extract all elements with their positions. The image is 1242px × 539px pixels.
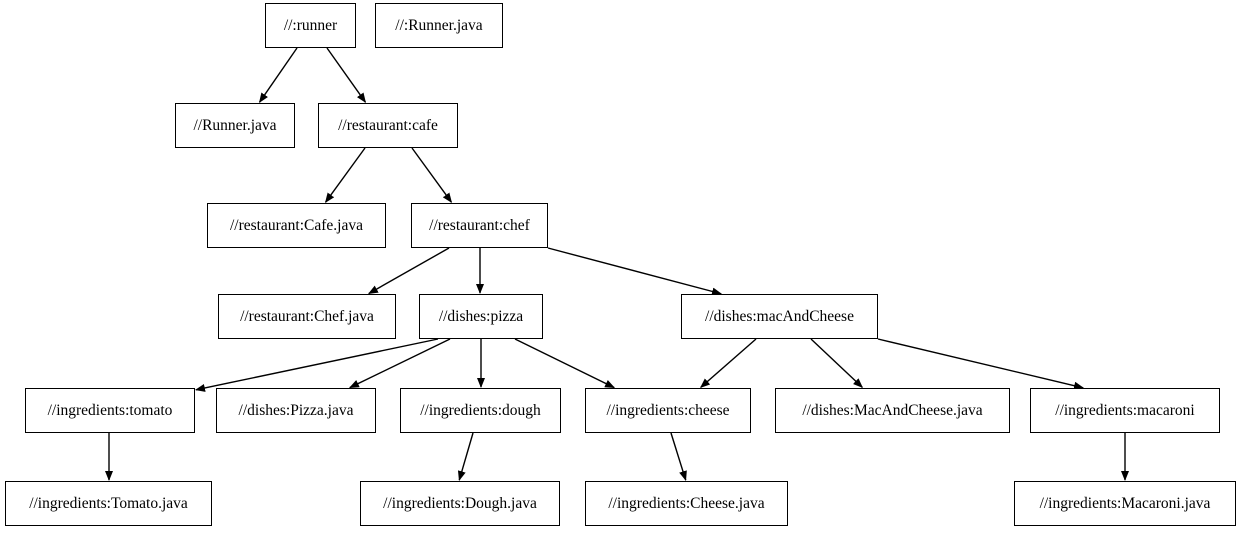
graph-node-label: //dishes:Pizza.java	[238, 401, 354, 419]
graph-node-label: //restaurant:Cafe.java	[230, 216, 363, 234]
graph-node-restaurant_cafe[interactable]: //restaurant:cafe	[318, 103, 458, 148]
graph-node-mac_java[interactable]: //dishes:MacAndCheese.java	[775, 388, 1010, 433]
graph-node-label: //ingredients:Macaroni.java	[1039, 494, 1211, 512]
graph-edge-runner-to-restaurant_cafe	[326, 47, 366, 103]
graph-edge-dishes_pizza-to-ing_tomato	[195, 338, 439, 392]
graph-node-label: //ingredients:Tomato.java	[29, 494, 188, 512]
graph-node-runner_java[interactable]: //Runner.java	[175, 103, 295, 148]
graph-node-label: //ingredients:tomato	[47, 401, 173, 419]
graph-node-dough_java[interactable]: //ingredients:Dough.java	[360, 481, 560, 526]
graph-node-ing_dough[interactable]: //ingredients:dough	[400, 388, 561, 433]
graph-node-label: //ingredients:macaroni	[1055, 401, 1195, 419]
graph-edge-dishes_mac-to-ing_cheese	[699, 338, 757, 388]
graph-edge-dishes_mac-to-mac_java	[810, 338, 864, 389]
graph-edge-ing_cheese-to-cheese_java	[670, 432, 687, 482]
graph-node-label: //dishes:MacAndCheese.java	[802, 401, 983, 419]
graph-node-label: //restaurant:Chef.java	[240, 307, 374, 325]
graph-node-label: //ingredients:cheese	[606, 401, 730, 419]
graph-node-restaurant_chef[interactable]: //restaurant:chef	[411, 203, 548, 248]
graph-node-label: //ingredients:Cheese.java	[608, 494, 765, 512]
graph-node-chef_java[interactable]: //restaurant:Chef.java	[218, 294, 396, 339]
graph-node-label: //:runner	[283, 16, 338, 34]
graph-node-pizza_java[interactable]: //dishes:Pizza.java	[216, 388, 376, 433]
graph-edge-runner-to-runner_java	[258, 47, 298, 103]
graph-node-cafe_java[interactable]: //restaurant:Cafe.java	[207, 203, 386, 248]
graph-edge-ing_dough-to-dough_java	[457, 432, 474, 482]
graph-edge-restaurant_chef-to-chef_java	[368, 247, 450, 295]
graph-node-ing_tomato[interactable]: //ingredients:tomato	[25, 388, 195, 433]
graph-edge-dishes_pizza-to-ing_cheese	[514, 338, 615, 389]
graph-node-label: //dishes:macAndCheese	[705, 307, 854, 325]
graph-edge-restaurant_cafe-to-restaurant_chef	[411, 147, 453, 204]
graph-node-label: //ingredients:dough	[420, 401, 541, 419]
graph-node-label: //dishes:pizza	[438, 307, 524, 325]
graph-node-label: //ingredients:Dough.java	[383, 494, 537, 512]
graph-node-runner[interactable]: //:runner	[265, 3, 356, 48]
graph-node-label: //:Runner.java	[395, 16, 483, 34]
graph-edge-dishes_pizza-to-pizza_java	[349, 338, 451, 389]
graph-node-cheese_java[interactable]: //ingredients:Cheese.java	[585, 481, 788, 526]
graph-node-macaroni_java[interactable]: //ingredients:Macaroni.java	[1014, 481, 1236, 526]
graph-node-tomato_java[interactable]: //ingredients:Tomato.java	[5, 481, 212, 526]
graph-edge-restaurant_cafe-to-cafe_java	[324, 147, 366, 204]
graph-edge-restaurant_chef-to-dishes_mac	[547, 247, 722, 296]
graph-node-dishes_mac[interactable]: //dishes:macAndCheese	[681, 294, 878, 339]
graph-edge-dishes_mac-to-ing_macaroni	[877, 338, 1084, 390]
graph-node-label: //restaurant:chef	[429, 216, 530, 234]
graph-node-label: //Runner.java	[193, 116, 277, 134]
graph-node-ing_macaroni[interactable]: //ingredients:macaroni	[1030, 388, 1220, 433]
graph-node-runner_java_root[interactable]: //:Runner.java	[375, 3, 503, 48]
graph-node-ing_cheese[interactable]: //ingredients:cheese	[585, 388, 751, 433]
graph-node-dishes_pizza[interactable]: //dishes:pizza	[419, 294, 543, 339]
graph-node-label: //restaurant:cafe	[338, 116, 438, 134]
